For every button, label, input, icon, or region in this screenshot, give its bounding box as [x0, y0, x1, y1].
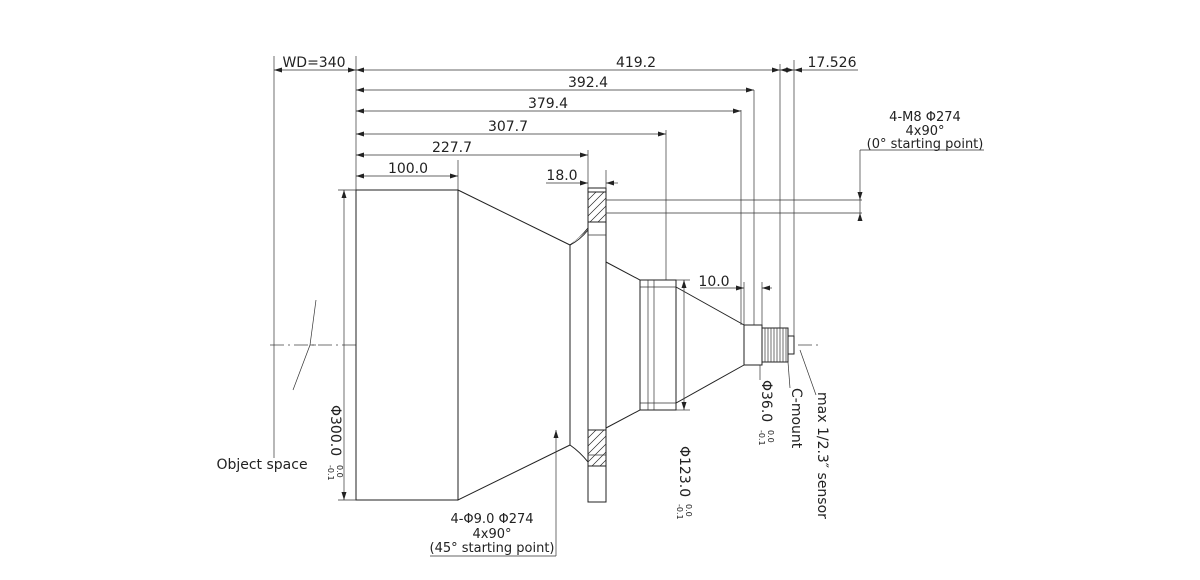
dimension-lines	[274, 69, 984, 557]
dim-back-focal-length: 17.526	[808, 55, 857, 71]
svg-text:0.0: 0.0	[766, 430, 775, 443]
flange-neck	[569, 229, 589, 445]
svg-text:Φ36.0: Φ36.0	[758, 380, 774, 422]
svg-text:0.0: 0.0	[684, 504, 693, 517]
svg-text:Φ123.0: Φ123.0	[676, 446, 692, 497]
dim-working-distance: WD=340	[282, 55, 345, 71]
dim-mid-diameter: Φ123.0 0.0 -0.1	[675, 446, 693, 520]
label-sensor: max 1/2.3″ sensor	[814, 392, 830, 519]
c-mount-ring	[761, 327, 789, 363]
rear-cone	[605, 261, 641, 429]
dim-length-100: 100.0	[388, 161, 428, 177]
svg-text:-0.1: -0.1	[675, 504, 684, 520]
dim-flange-thickness: 18.0	[546, 168, 577, 184]
note-top-holes-line3: (0° starting point)	[867, 137, 984, 152]
flange-hole-top	[587, 191, 607, 223]
svg-text:-0.1: -0.1	[757, 430, 766, 446]
rear-barrel	[743, 324, 763, 366]
note-bottom-holes-line2: 4x90°	[472, 527, 511, 542]
c-mount-thread	[787, 335, 795, 355]
note-top-holes-line2: 4x90°	[905, 124, 944, 139]
mid-ring	[639, 279, 677, 411]
note-bottom-holes-line3: (45° starting point)	[430, 541, 555, 556]
arrowheads	[274, 67, 863, 500]
label-c-mount: C-mount	[788, 388, 804, 449]
dim-length-392: 392.4	[568, 75, 608, 91]
front-barrel	[355, 189, 459, 501]
extension-lines	[273, 56, 862, 556]
note-top-holes-line1: 4-M8 Φ274	[889, 110, 961, 125]
label-object-space: Object space	[216, 457, 307, 473]
dim-length-379: 379.4	[528, 96, 568, 112]
flange-hole-bottom	[587, 429, 607, 467]
dim-rear-length: 10.0	[698, 274, 729, 290]
note-bottom-holes-line1: 4-Φ9.0 Φ274	[450, 512, 533, 527]
main-cone	[457, 189, 589, 501]
dim-total-length: 419.2	[616, 55, 656, 71]
svg-text:-0.1: -0.1	[326, 465, 335, 481]
svg-text:0.0: 0.0	[335, 465, 344, 478]
dim-front-diameter: Φ300.0 0.0 -0.1	[326, 405, 344, 481]
rear-taper	[675, 286, 745, 404]
dim-rear-diameter: Φ36.0 0.0 -0.1	[757, 380, 775, 446]
dim-length-227: 227.7	[432, 140, 472, 156]
dim-length-307: 307.7	[488, 119, 528, 135]
svg-text:Φ300.0: Φ300.0	[327, 405, 343, 456]
